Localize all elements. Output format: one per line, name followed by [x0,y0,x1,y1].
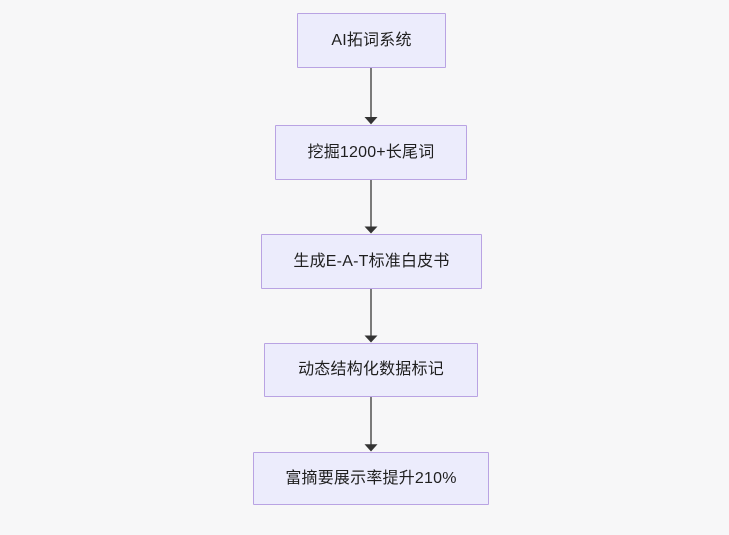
flow-node-label: 富摘要展示率提升210% [285,469,457,487]
flow-node-rich-snippet-impression-lift[interactable]: 富摘要展示率提升210% [253,452,489,505]
arrow-down-icon [364,397,378,452]
flow-node-mine-longtail-keywords[interactable]: 挖掘1200+长尾词 [275,125,467,180]
flow-node-dynamic-structured-data-markup[interactable]: 动态结构化数据标记 [264,343,478,397]
flow-node-label: AI拓词系统 [331,31,412,49]
flow-node-label: 挖掘1200+长尾词 [307,143,435,161]
flow-edge-connector [358,68,384,125]
arrow-down-icon [364,180,378,234]
flow-node-generate-eat-whitepaper[interactable]: 生成E-A-T标准白皮书 [261,234,482,289]
arrow-down-icon [364,68,378,125]
flow-edge-connector [358,397,384,452]
flow-node-label: 生成E-A-T标准白皮书 [293,252,450,270]
flow-edge-connector [358,289,384,343]
flow-node-ai-keyword-system[interactable]: AI拓词系统 [297,13,446,68]
flow-node-label: 动态结构化数据标记 [298,361,444,379]
arrow-down-icon [364,289,378,343]
flow-edge-connector [358,180,384,234]
